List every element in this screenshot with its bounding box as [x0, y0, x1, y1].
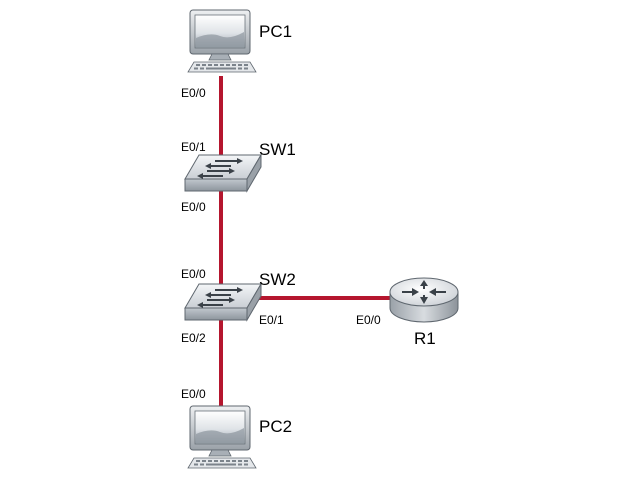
- port-label-sw1-e0-1: E0/1: [181, 140, 206, 154]
- pc2-desktop-computer-icon[interactable]: [187, 405, 257, 469]
- port-label-sw2-e0-0: E0/0: [181, 267, 206, 281]
- sw1-workgroup-switch-icon[interactable]: [184, 153, 262, 193]
- r1-router-icon[interactable]: [389, 277, 459, 323]
- port-label-pc2-e0-0: E0/0: [181, 387, 206, 401]
- sw2-workgroup-switch-icon[interactable]: [184, 282, 262, 322]
- port-label-sw2-e0-1: E0/1: [259, 313, 284, 327]
- pc2-label: PC2: [259, 417, 292, 436]
- port-label-r1-e0-0: E0/0: [356, 313, 381, 327]
- r1-label: R1: [414, 329, 436, 348]
- pc1-label: PC1: [259, 22, 292, 41]
- port-label-pc1-e0-0: E0/0: [181, 86, 206, 100]
- sw2-label: SW2: [259, 270, 296, 289]
- port-label-sw1-e0-0: E0/0: [181, 200, 206, 214]
- pc1-desktop-computer-icon[interactable]: [187, 9, 257, 73]
- sw1-label: SW1: [259, 140, 296, 159]
- port-label-sw2-e0-2: E0/2: [181, 331, 206, 345]
